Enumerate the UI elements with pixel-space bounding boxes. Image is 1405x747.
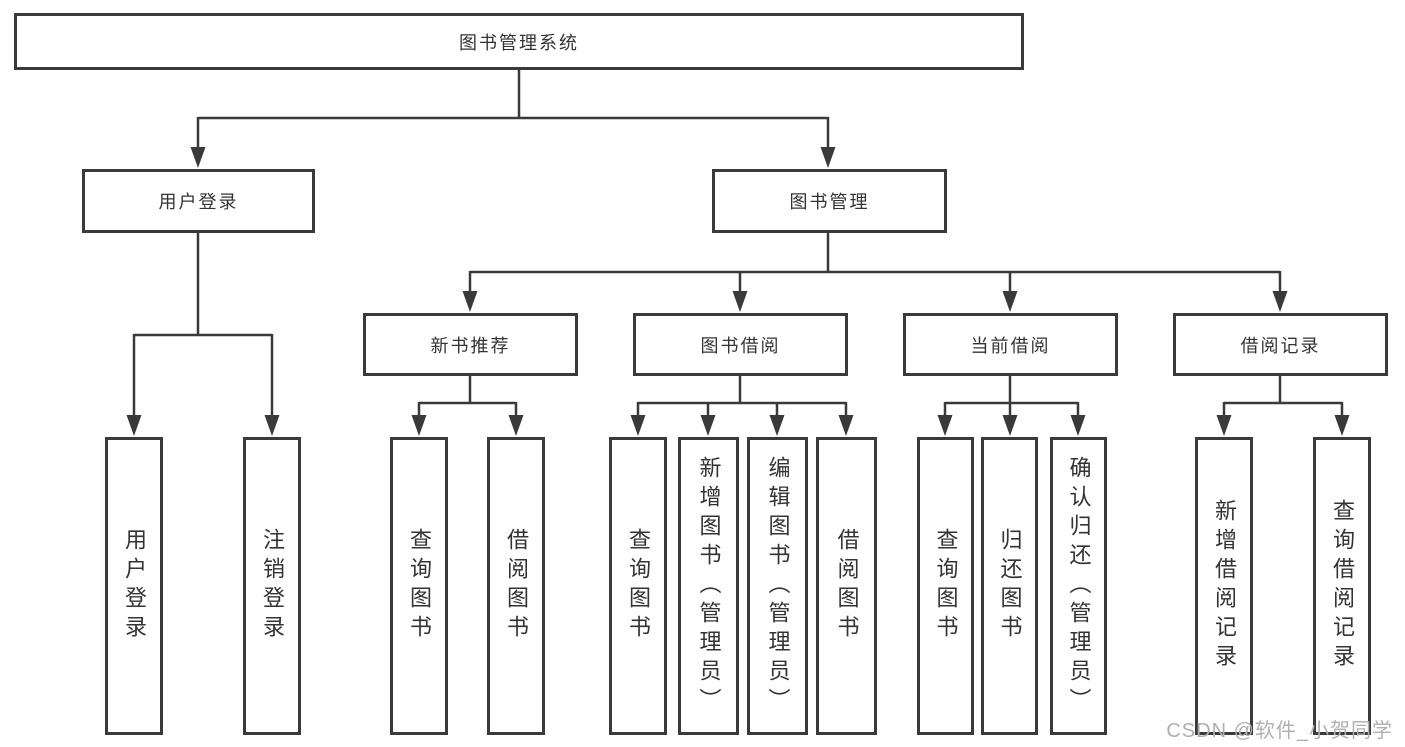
node-borrowing-records: 借阅记录 xyxy=(1173,313,1388,376)
connector-root-to-level2 xyxy=(190,70,836,168)
node-book-management: 图书管理 xyxy=(712,169,947,233)
node-root: 图书管理系统 xyxy=(14,13,1024,70)
leaf-borrow-books-recommend: 借阅图书 xyxy=(487,437,545,735)
node-current-borrowing: 当前借阅 xyxy=(903,313,1118,376)
connector-user-login-to-leaves xyxy=(126,233,280,436)
leaf-edit-books-admin: 编辑图书（管理员） xyxy=(747,437,808,735)
leaf-logout: 注销登录 xyxy=(243,437,301,735)
leaf-query-books-current: 查询图书 xyxy=(917,437,974,735)
connector-book-borrowing-to-leaves xyxy=(630,376,854,436)
node-new-book-recommend: 新书推荐 xyxy=(363,313,578,376)
leaf-query-books-recommend: 查询图书 xyxy=(390,437,448,735)
leaf-query-borrow-record: 查询借阅记录 xyxy=(1313,437,1371,735)
leaf-add-books-admin: 新增图书（管理员） xyxy=(678,437,739,735)
connector-borrowing-records-to-leaves xyxy=(1216,376,1350,436)
node-user-login: 用户登录 xyxy=(82,169,315,233)
leaf-query-books-borrowing: 查询图书 xyxy=(609,437,667,735)
leaf-add-borrow-record: 新增借阅记录 xyxy=(1195,437,1253,735)
leaf-confirm-return-admin: 确认归还（管理员） xyxy=(1050,437,1107,735)
watermark-text: CSDN @软件_小贺同学 xyxy=(1166,720,1393,742)
node-book-borrowing: 图书借阅 xyxy=(633,313,848,376)
leaf-return-books: 归还图书 xyxy=(981,437,1038,735)
connector-book-management-to-level3 xyxy=(462,233,1288,312)
leaf-user-login: 用户登录 xyxy=(105,437,163,735)
connector-current-borrowing-to-leaves xyxy=(937,376,1086,436)
leaf-borrow-books-borrowing: 借阅图书 xyxy=(816,437,877,735)
connector-new-book-recommend-to-leaves xyxy=(411,376,524,436)
